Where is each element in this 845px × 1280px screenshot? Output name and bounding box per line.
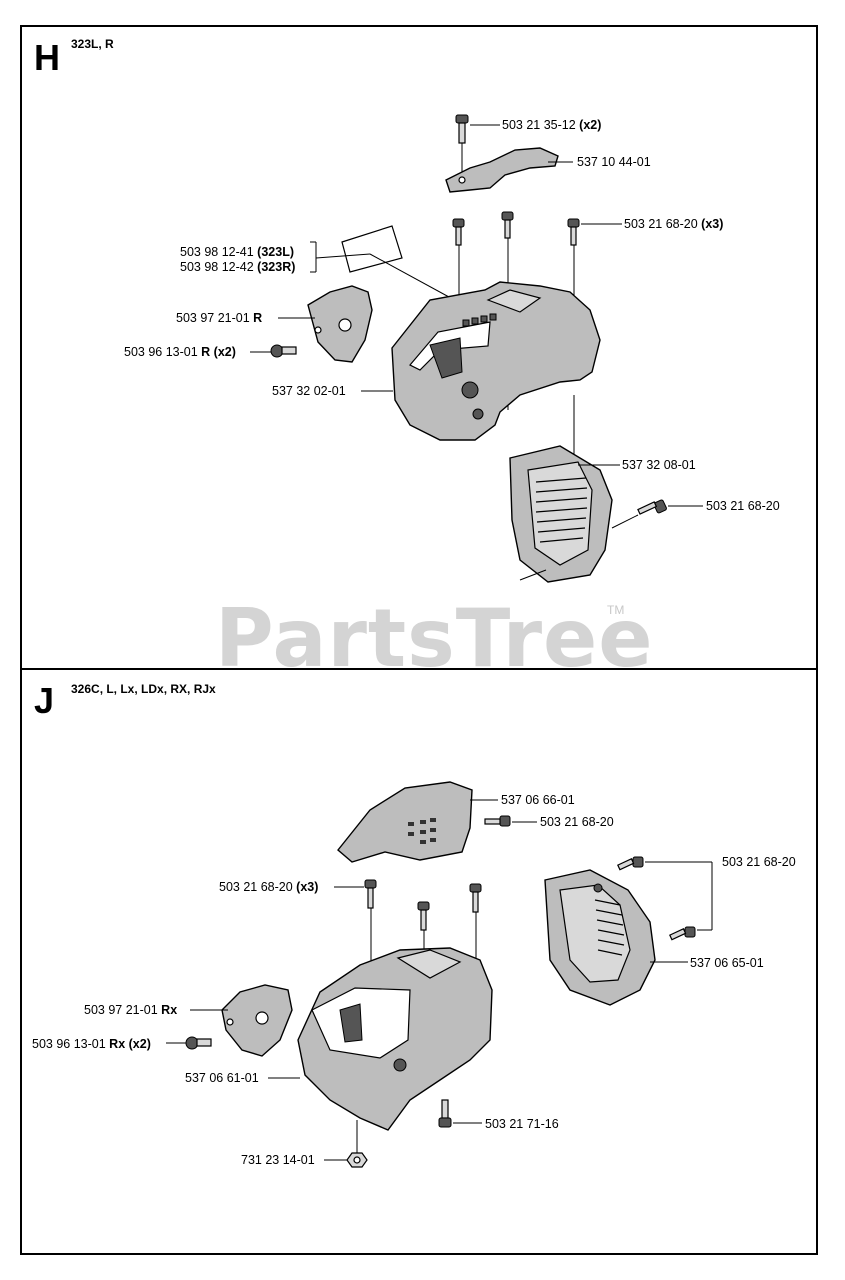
- label-h-holder: 503 97 21-01 R: [176, 311, 262, 325]
- label-h-cover-top: 537 10 44-01: [577, 155, 651, 169]
- trademark: TM: [607, 603, 625, 617]
- j-holder-screw: [185, 1036, 212, 1050]
- label-h-holder-screw: 503 96 13-01 R (x2): [124, 345, 236, 359]
- part-number: 537 06 65-01: [690, 956, 764, 970]
- section-models-h: 323L, R: [71, 37, 114, 51]
- label-h-screw-x3: 503 21 68-20 (x3): [624, 217, 723, 231]
- part-number: 537 06 61-01: [185, 1071, 259, 1085]
- part-qty: (x3): [701, 217, 724, 231]
- part-qty: R (x2): [201, 345, 236, 359]
- h-side-screw: [637, 499, 667, 515]
- part-qty: (x3): [296, 880, 319, 894]
- j-right-screw-b: [669, 926, 696, 941]
- part-qty: (323R): [257, 260, 296, 274]
- label-h-side-cover: 537 32 08-01: [622, 458, 696, 472]
- j-screw-a: [364, 879, 377, 909]
- part-qty: (x2): [579, 118, 602, 132]
- part-qty: Rx (x2): [109, 1037, 151, 1051]
- label-j-top-screw: 503 21 68-20: [540, 815, 614, 829]
- h-holder-screw: [270, 344, 297, 358]
- j-screw-b: [417, 901, 430, 931]
- part-number: 503 98 12-41: [180, 245, 254, 259]
- j-top-cover: [337, 781, 473, 863]
- label-j-screw-x3: 503 21 68-20 (x3): [219, 880, 318, 894]
- section-letter-j: J: [34, 680, 55, 721]
- part-number: 503 21 68-20: [624, 217, 698, 231]
- h-holder: [307, 285, 373, 363]
- label-j-nut: 731 23 14-01: [241, 1153, 315, 1167]
- label-j-bottom-screw: 503 21 71-16: [485, 1117, 559, 1131]
- part-qty: (323L): [257, 245, 294, 259]
- j-screw-c: [469, 883, 482, 913]
- label-h-side-screw: 503 21 68-20: [706, 499, 780, 513]
- label-j-right-screw: 503 21 68-20: [722, 855, 796, 869]
- section-models-j: 326C, L, Lx, LDx, RX, RJx: [71, 682, 216, 696]
- part-number: 731 23 14-01: [241, 1153, 315, 1167]
- part-number: 503 21 35-12: [502, 118, 576, 132]
- part-number: 503 96 13-01: [124, 345, 198, 359]
- part-number: 503 96 13-01: [32, 1037, 106, 1051]
- h-decal: [341, 225, 403, 273]
- section-divider: [20, 668, 818, 670]
- label-h-decal-l: 503 98 12-41 (323L): [180, 245, 294, 259]
- h-screw-b: [501, 211, 514, 239]
- h-top-cover: [445, 147, 559, 193]
- part-number: 537 10 44-01: [577, 155, 651, 169]
- part-number: 503 21 68-20: [540, 815, 614, 829]
- part-qty: R: [253, 311, 263, 325]
- label-j-holder-screw: 503 96 13-01 Rx (x2): [32, 1037, 151, 1051]
- label-j-holder: 503 97 21-01 Rx: [84, 1003, 177, 1017]
- part-number: 537 32 08-01: [622, 458, 696, 472]
- j-bottom-screw: [438, 1099, 452, 1128]
- label-h-decal-r: 503 98 12-42 (323R): [180, 260, 295, 274]
- part-number: 503 21 68-20: [219, 880, 293, 894]
- part-qty: Rx: [161, 1003, 178, 1017]
- part-number: 503 21 71-16: [485, 1117, 559, 1131]
- label-h-screw-top: 503 21 35-12 (x2): [502, 118, 601, 132]
- h-cylinder-cover: [391, 281, 601, 441]
- part-number: 503 97 21-01: [84, 1003, 158, 1017]
- label-j-side-cover: 537 06 65-01: [690, 956, 764, 970]
- part-number: 537 32 02-01: [272, 384, 346, 398]
- j-top-screw: [484, 815, 511, 827]
- j-cylinder-cover: [297, 947, 493, 1131]
- j-holder: [221, 984, 293, 1057]
- label-j-top-cover: 537 06 66-01: [501, 793, 575, 807]
- part-number: 503 98 12-42: [180, 260, 254, 274]
- part-number: 503 21 68-20: [706, 499, 780, 513]
- label-h-cylinder-cover: 537 32 02-01: [272, 384, 346, 398]
- part-number: 503 97 21-01: [176, 311, 250, 325]
- label-j-cylinder-cover: 537 06 61-01: [185, 1071, 259, 1085]
- h-screw-top: [455, 114, 469, 144]
- j-right-screw-a: [617, 856, 644, 871]
- part-number: 503 21 68-20: [722, 855, 796, 869]
- j-side-cover: [544, 869, 656, 1006]
- h-screw-c: [567, 218, 580, 246]
- j-nut: [346, 1152, 368, 1168]
- watermark: PartsTree: [215, 592, 654, 685]
- h-side-cover: [509, 445, 613, 583]
- diagram-frame: [20, 25, 818, 1255]
- h-screw-a: [452, 218, 465, 246]
- section-letter-h: H: [34, 37, 60, 78]
- part-number: 537 06 66-01: [501, 793, 575, 807]
